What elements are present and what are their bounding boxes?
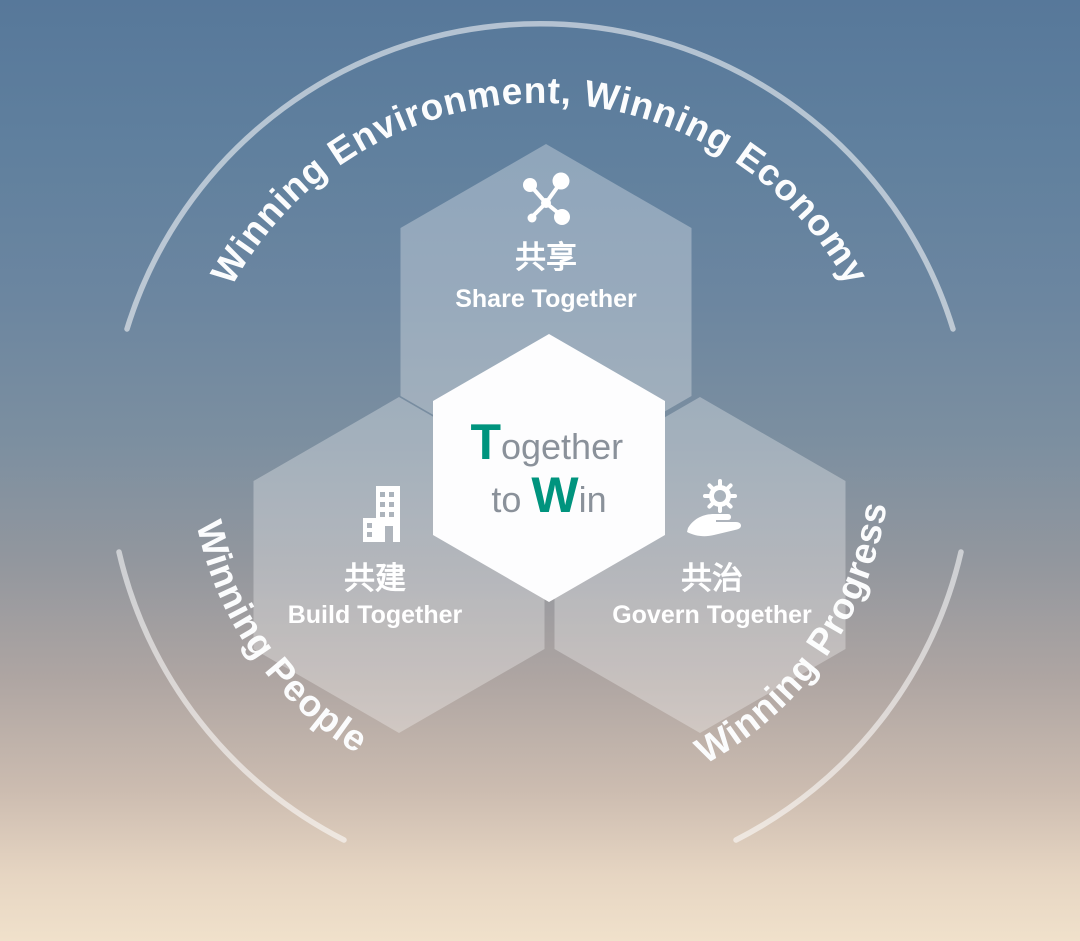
- share-label-zh: 共享: [515, 240, 577, 275]
- hand-icon: [687, 514, 742, 537]
- govern-label-zh: 共治: [681, 561, 743, 596]
- hexagon-center: [433, 334, 665, 602]
- build-label-en: Build Together: [288, 601, 463, 629]
- share-label-en: Share Together: [455, 285, 637, 313]
- motto-initial-t: T: [470, 414, 501, 470]
- motto-line2-rest: in: [579, 479, 607, 520]
- ring-arc-bottom-left: [116, 549, 347, 843]
- build-label-zh: 共建: [344, 561, 406, 596]
- gear-icon: [703, 479, 737, 513]
- motto-line2-pre: to: [491, 479, 521, 520]
- motto-initial-w: W: [531, 467, 579, 523]
- ring-arc-bottom-right: [733, 549, 964, 843]
- building-icon: [363, 486, 400, 542]
- ring-arc-top: [124, 20, 956, 332]
- gear-hand-icon: [687, 479, 742, 537]
- motto-line1-rest: ogether: [501, 426, 623, 467]
- share-network-icon: [523, 172, 570, 225]
- govern-label-en: Govern Together: [612, 601, 812, 629]
